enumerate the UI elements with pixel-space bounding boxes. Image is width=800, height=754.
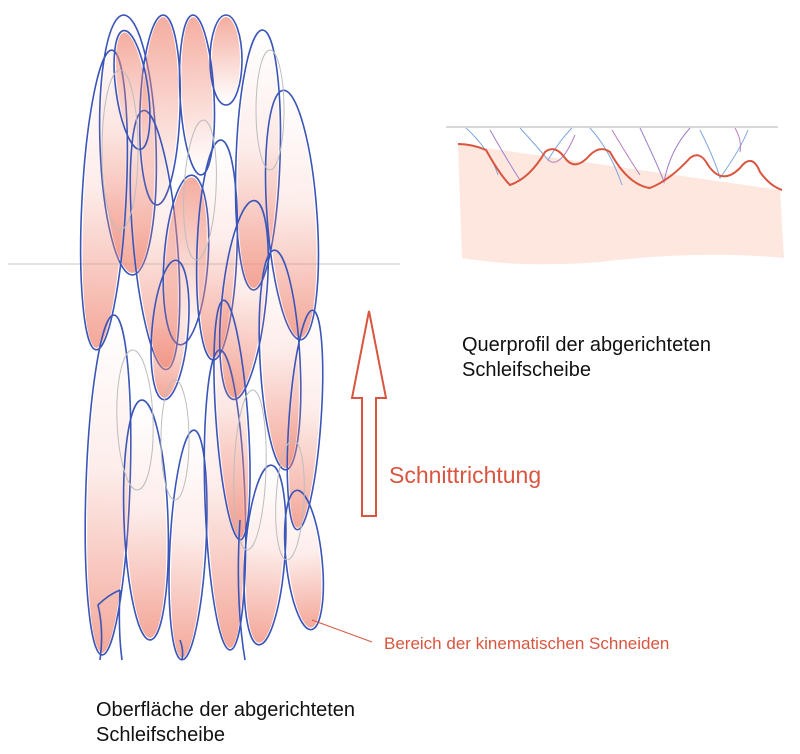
background-grain <box>160 379 190 501</box>
abrasive-grain <box>209 14 243 106</box>
background-grain <box>255 49 285 171</box>
profile-caption-line2: Schleifscheibe <box>462 359 591 381</box>
profile-outline <box>457 143 783 191</box>
profile-caption-line1: Querprofil der abgerichteten <box>462 334 712 356</box>
surface-caption-line1: Oberfläche der abgerichteten <box>96 699 356 721</box>
cutting-direction-label: Schnittrichtung <box>389 462 542 488</box>
surface-caption: Oberfläche der abgerichteten Schleifsche… <box>96 698 355 748</box>
cross-profile <box>446 126 784 265</box>
abrasive-grain <box>283 489 325 631</box>
surface-caption-line2: Schleifscheibe <box>96 724 225 746</box>
wear-zone <box>125 402 167 638</box>
background-grain <box>233 389 267 551</box>
wear-zone <box>212 17 240 103</box>
abrasive-grain <box>113 29 151 151</box>
cutting-direction-arrow <box>350 310 388 517</box>
abrasive-grain <box>150 259 190 401</box>
bond-fill <box>458 144 784 265</box>
profile-caption: Querprofil der abgerichteten Schleifsche… <box>462 333 711 383</box>
kinematic-zone-label: Bereich der kinematischen Schneiden <box>384 634 670 653</box>
zone-leader-line <box>311 619 373 643</box>
grain-field <box>79 14 325 661</box>
wear-zone <box>82 52 126 348</box>
wear-zone <box>289 312 321 528</box>
abrasive-grain <box>178 14 216 176</box>
wear-zone <box>286 492 322 628</box>
grain-tails <box>97 519 246 661</box>
abrasive-grain <box>122 399 170 641</box>
background-grain-field <box>101 49 305 561</box>
profile-grain-traces <box>465 127 749 186</box>
wear-zone <box>152 262 188 398</box>
wear-zone <box>87 317 129 653</box>
wear-zone <box>215 302 249 538</box>
background-grain <box>183 119 217 261</box>
wear-zone <box>181 17 213 173</box>
abrasive-grain <box>79 49 129 351</box>
wear-zone <box>246 467 284 643</box>
background-grain <box>101 69 139 231</box>
abrasive-grain <box>213 299 251 541</box>
wear-zone <box>170 432 206 658</box>
background-grain <box>116 349 154 491</box>
background-grain <box>275 439 305 561</box>
